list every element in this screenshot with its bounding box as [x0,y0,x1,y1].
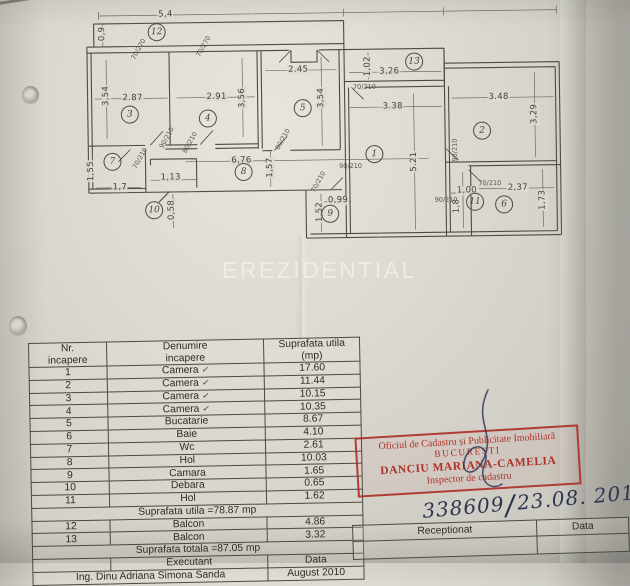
dim-room1-height: 5.21 [408,150,420,173]
room-circle-8: 8 [234,162,253,182]
door-label-6: 90/210 [339,161,363,171]
dim-room3-height: 3,54 [100,84,112,108]
room-circle-12: 12 [147,23,166,42]
dim-balcony13-depth: 1,02 [362,55,373,78]
dim-room3-width: 2.87 [121,92,144,104]
dim-room5-width: 2.45 [287,64,310,75]
areas-table: Nr. incapere Denumire incapere Suprafata… [28,337,365,586]
dim-debara-height: 0,58 [166,198,177,222]
dim-top-width: 5,4 [157,9,174,20]
col-header-nr-line2: incapere [47,354,88,367]
handwritten-tick: ✓ [201,389,211,401]
paper-crease [296,235,306,345]
dim-wc-height: 1,55 [85,159,97,183]
dim-room2-width: 3.48 [487,91,510,103]
paper-edge-shadow [560,0,586,563]
room-circle-13: 13 [404,52,424,71]
room-circle-7: 7 [103,152,122,171]
registration-slash: / [504,487,518,523]
door-label-9: 90/210 [434,195,458,204]
dim-baie-height: 1,73 [537,188,548,211]
dim-closet-width: 1,13 [159,172,182,183]
handwritten-tick: ✓ [201,377,211,388]
dim-wc-width: 1,7 [111,182,129,193]
dim-room1-width: 3.38 [381,101,404,112]
handwritten-tick: ✓ [201,402,211,414]
dim-baie-width: 2,37 [506,182,530,193]
watermark: EREZIDENTIAL [222,257,417,283]
dim-room2-height: 3,29 [529,102,540,126]
dim-room4-width: 2.91 [205,91,228,103]
col-header-nr: Nr. incapere [28,341,107,368]
hole-punch-bottom [9,316,27,337]
dim-hall-height: 1,57 [264,156,276,179]
room-circle-9: 9 [321,204,340,223]
floor-plan: 5,4 0,9 2.87 3,54 2.91 3,56 2.45 3,54 3,… [0,0,630,256]
dim-room5-height: 3,54 [315,86,327,110]
door-label-7: 70/210 [352,82,376,91]
date-value: August 2010 [268,565,365,581]
registration-number: 338609 [421,491,506,523]
signature [463,389,503,488]
col-header-suprafata-line1: Suprafata utila [278,337,345,351]
room-circle-5: 5 [293,99,312,118]
reception-table: Receptionat Data [352,517,630,560]
handwritten-tick: ✓ [201,364,210,376]
col-header-denumire: Denumire incapere [106,338,265,366]
dim-room4-height: 3,56 [236,86,248,110]
door-label-11: 90/210 [450,138,460,162]
hole-punch-top [22,86,39,105]
door-label-10: 70/210 [478,178,502,188]
room-circle-1: 1 [365,145,384,164]
col-header-suprafata: Suprafata utila (mp) [263,337,360,363]
dim-balcony12-depth: 0,9 [97,25,108,43]
col-header-suprafata-line2: (mp) [301,349,323,362]
reception-empty-cell-2 [537,533,630,555]
dim-balcony13-width: 3,26 [378,66,401,77]
room-circle-4: 4 [198,109,218,128]
